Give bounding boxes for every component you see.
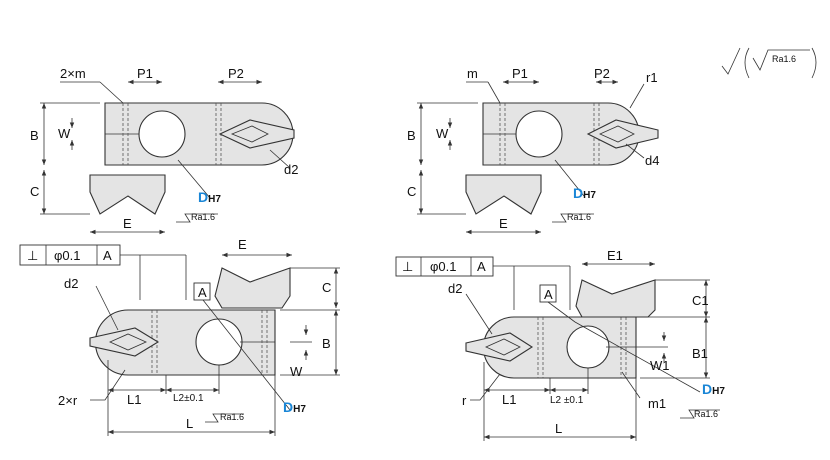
view-bottom-right: ⊥ φ0.1 A A: [395, 248, 725, 441]
v-block: [89, 174, 166, 215]
tr-m-label: m: [467, 66, 478, 81]
bl-tol-value: φ0.1: [54, 248, 81, 263]
bl-l1-label: L1: [127, 392, 141, 407]
tl-c-label: C: [30, 184, 39, 199]
tr-r1-label: r1: [646, 70, 658, 85]
br-datum-ref: A: [477, 259, 486, 274]
tr-c-label: C: [407, 184, 416, 199]
tr-d4-label: d4: [645, 153, 659, 168]
bl-datum-box-label: A: [198, 285, 207, 300]
bl-2xr-label: 2×r: [58, 393, 78, 408]
tr-ra-label: Ra1.6: [567, 212, 591, 222]
br-e1-label: E1: [607, 248, 623, 263]
bl-w-label: W: [290, 364, 303, 379]
bl-datum-box: [193, 282, 211, 301]
br-dh7-label: DH7: [702, 381, 725, 397]
br-l1-label: L1: [502, 392, 516, 407]
tl-p1-label: P1: [137, 66, 153, 81]
tl-2xm-label: 2×m: [60, 66, 86, 81]
tl-p2-label: P2: [228, 66, 244, 81]
br-tolerance-frame: [395, 256, 494, 277]
bl-e-label: E: [238, 237, 247, 252]
br-l2-label: L2 ±0.1: [550, 395, 584, 406]
view-top-right: m P1 P2 r1 B W C E d4 DH7 Ra1.6: [407, 66, 659, 235]
bl-b-label: B: [322, 336, 331, 351]
bl-l-label: L: [186, 416, 193, 431]
br-w1-label: W1: [650, 358, 670, 373]
diamond-pin: [218, 119, 295, 149]
surface-finish-symbol: Ra1.6: [721, 47, 817, 79]
view-top-left: 2×m P1 P2 B W C E d2 DH7 Ra1.6: [30, 66, 298, 235]
bore-hole: [195, 318, 243, 366]
tr-dh7-label: DH7: [573, 185, 596, 201]
tl-b-label: B: [30, 128, 39, 143]
bl-ra-label: Ra1.6: [220, 412, 244, 422]
bore-hole: [566, 325, 610, 369]
br-ra-label: Ra1.6: [694, 409, 718, 419]
br-d2-label: d2: [448, 281, 462, 296]
br-datum-box-label: A: [544, 287, 553, 302]
tl-w-label: W: [58, 126, 71, 141]
bl-d2-label: d2: [64, 276, 78, 291]
tr-b-label: B: [407, 128, 416, 143]
bl-perp-symbol: ⊥: [27, 248, 38, 263]
tr-p1-label: P1: [512, 66, 528, 81]
br-l-label: L: [555, 421, 562, 436]
view-bottom-left: ⊥ φ0.1 A A: [19, 237, 340, 436]
br-tol-value: φ0.1: [430, 259, 457, 274]
tl-e-label: E: [123, 216, 132, 231]
finish-ra-label: Ra1.6: [772, 54, 796, 64]
tl-d2-label: d2: [284, 162, 298, 177]
diamond-pin: [586, 119, 659, 149]
tl-dh7-label: DH7: [198, 189, 221, 205]
diamond-pin: [89, 327, 160, 357]
tr-p2-label: P2: [594, 66, 610, 81]
bl-dh7-label: DH7: [283, 399, 306, 415]
tl-ra-label: Ra1.6: [191, 212, 215, 222]
diamond-pin: [465, 332, 534, 362]
tr-w-label: W: [436, 126, 449, 141]
br-r-label: r: [462, 393, 467, 408]
br-perp-symbol: ⊥: [402, 259, 413, 274]
br-b1-label: B1: [692, 346, 708, 361]
bl-c-label: C: [322, 280, 331, 295]
bl-datum-ref: A: [103, 248, 112, 263]
br-c1-label: C1: [692, 293, 709, 308]
v-block: [214, 267, 291, 309]
bore-hole: [138, 110, 186, 158]
br-m1-label: m1: [648, 396, 666, 411]
bl-l2-label: L2±0.1: [173, 393, 204, 404]
v-block: [465, 174, 542, 215]
v-block: [575, 279, 656, 318]
bore-hole: [515, 110, 563, 158]
tr-e-label: E: [499, 216, 508, 231]
